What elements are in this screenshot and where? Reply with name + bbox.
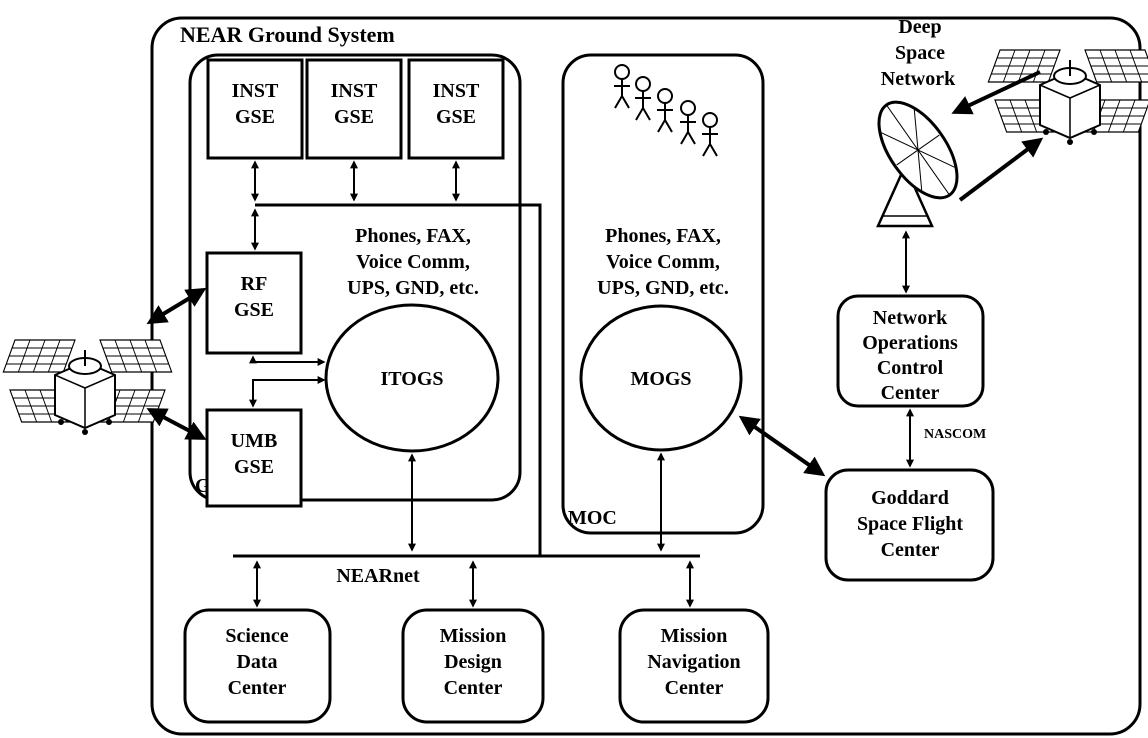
umb-gse-box: UMB GSE — [205, 408, 303, 508]
nascom-label: NASCOM — [924, 427, 986, 442]
inst-gse-box-2: INST GSE — [305, 58, 403, 160]
svg-text:Goddard: Goddard — [871, 487, 949, 509]
rf-gse-box: RF GSE — [205, 251, 303, 355]
svg-text:GSE: GSE — [436, 106, 476, 128]
system-title: NEAR Ground System — [180, 22, 395, 47]
svg-text:RF: RF — [241, 273, 268, 295]
inst-gse-box-1: INST GSE — [206, 58, 304, 160]
svg-text:UMB: UMB — [231, 430, 278, 452]
svg-text:Mission: Mission — [661, 625, 728, 647]
gsfc-box: Goddard Space Flight Center — [824, 468, 995, 582]
svg-text:Voice Comm,: Voice Comm, — [606, 251, 720, 273]
mission-navigation-center-box: Mission Navigation Center — [618, 608, 770, 724]
dsn-antenna-icon — [876, 100, 959, 228]
svg-text:Science: Science — [225, 625, 288, 647]
svg-text:ITOGS: ITOGS — [381, 368, 444, 390]
svg-text:Center: Center — [444, 677, 503, 699]
svg-text:GSE: GSE — [234, 299, 274, 321]
svg-text:GSE: GSE — [234, 456, 274, 478]
svg-text:Center: Center — [881, 539, 940, 561]
itogs-node: ITOGS — [324, 303, 500, 453]
svg-text:Voice Comm,: Voice Comm, — [356, 251, 470, 273]
svg-text:INST: INST — [331, 80, 378, 102]
spacecraft-icon-left — [2, 339, 173, 436]
svg-text:GSE: GSE — [235, 106, 275, 128]
moc-label: MOC — [568, 507, 617, 529]
mission-design-center-box: Mission Design Center — [401, 608, 545, 724]
svg-text:Phones, FAX,: Phones, FAX, — [605, 225, 721, 247]
svg-text:Mission: Mission — [440, 625, 507, 647]
svg-text:INST: INST — [433, 80, 480, 102]
svg-text:Control: Control — [877, 357, 944, 379]
svg-text:Space Flight: Space Flight — [857, 513, 963, 535]
inst-gse-box-3: INST GSE — [407, 58, 505, 160]
svg-text:Data: Data — [236, 651, 277, 673]
mogs-node: MOGS — [579, 304, 743, 452]
svg-text:UPS, GND, etc.: UPS, GND, etc. — [347, 277, 479, 299]
svg-text:Network: Network — [873, 307, 948, 329]
svg-text:Phones, FAX,: Phones, FAX, — [355, 225, 471, 247]
gss-lan-line — [255, 203, 542, 556]
svg-text:Center: Center — [881, 382, 940, 404]
svg-text:Operations: Operations — [862, 332, 958, 354]
dsn-label: Deep Space Network — [881, 16, 956, 90]
svg-text:MOGS: MOGS — [630, 368, 691, 390]
svg-text:Navigation: Navigation — [647, 651, 740, 673]
nearnet-label: NEARnet — [336, 565, 420, 587]
svg-text:Center: Center — [665, 677, 724, 699]
nocc-box: Network Operations Control Center — [836, 294, 985, 408]
svg-text:Center: Center — [228, 677, 287, 699]
svg-text:Deep: Deep — [898, 16, 941, 38]
svg-text:Space: Space — [895, 42, 945, 64]
connection-arrows — [146, 70, 1044, 608]
science-data-center-box: Science Data Center — [183, 608, 332, 724]
svg-text:Design: Design — [444, 651, 502, 673]
svg-text:GSE: GSE — [334, 106, 374, 128]
moc-services-text: Phones, FAX, Voice Comm, UPS, GND, etc. — [597, 225, 729, 299]
gss-services-text: Phones, FAX, Voice Comm, UPS, GND, etc. — [347, 225, 479, 299]
svg-text:UPS, GND, etc.: UPS, GND, etc. — [597, 277, 729, 299]
svg-text:INST: INST — [232, 80, 279, 102]
svg-text:Network: Network — [881, 68, 956, 90]
